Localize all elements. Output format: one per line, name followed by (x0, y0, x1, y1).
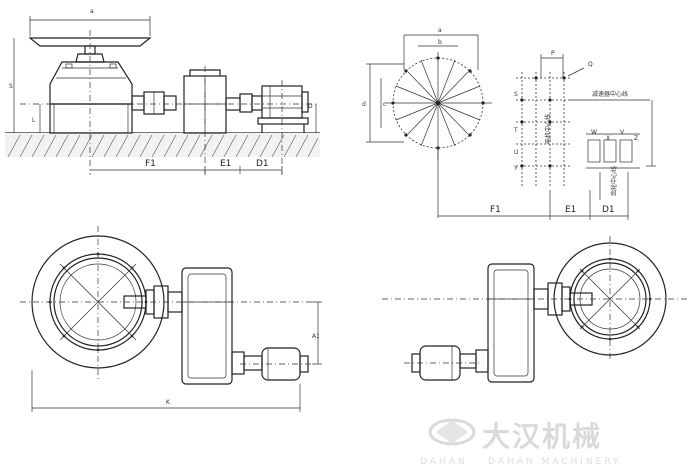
dim-p: P (551, 50, 555, 57)
dim-s-right: S (514, 91, 518, 98)
plan-view-left: A1 K (20, 226, 322, 412)
dim-a-top: a (90, 8, 94, 15)
top-plate (28, 37, 152, 47)
bolt-layout-view: a b d c (362, 27, 656, 220)
dim-u-right: U (514, 149, 518, 156)
dim-t-right: T (513, 127, 518, 134)
bolt-holes (391, 56, 485, 150)
dim-l: L (32, 117, 36, 124)
detail-parts: W X V Z 齿轮中心线 (586, 129, 640, 200)
dim-e1-right: E1 (565, 205, 576, 215)
dim-q: Q (588, 61, 593, 68)
dim-c-circle: c (383, 101, 386, 108)
center-note-1: 减速器中心线 (592, 90, 628, 98)
rim-bolts-right (568, 257, 652, 341)
watermark-logo: 大汉机械 DAHAN DAHAN MACHINERY (420, 418, 622, 467)
gearbox-plan-left (181, 267, 233, 385)
label-v: V (620, 129, 625, 136)
dim-a-circle: a (438, 27, 442, 34)
anchor-grid (516, 72, 570, 188)
dim-d: D (308, 103, 313, 110)
dim-d1-left: D1 (256, 159, 269, 169)
watermark-brand: 大汉机械 (482, 420, 602, 453)
dim-a1: A1 (312, 333, 320, 340)
dim-f1-right: F1 (490, 205, 501, 215)
dim-e1-left: E1 (220, 159, 231, 169)
gearbox-plan-right (487, 263, 535, 383)
dim-s-height: S (9, 83, 13, 90)
elevation-view: a S L D F1 E1 D1 (5, 8, 320, 175)
watermark-brand-sub: DAHAN (420, 457, 468, 467)
label-x: X (606, 135, 610, 142)
dim-d-circle: d (362, 101, 366, 108)
center-note-3: 齿轮中心线 (610, 166, 618, 196)
rim-bolts-left (48, 252, 148, 352)
ground-hatch (5, 132, 320, 158)
dim-y-right: Y (513, 165, 518, 172)
dim-d1-right: D1 (602, 205, 615, 215)
label-w: W (591, 129, 597, 136)
center-note-2: 电机中心线 (544, 114, 552, 144)
watermark-tagline: DAHAN MACHINERY (488, 457, 622, 467)
dim-f1-left: F1 (145, 159, 156, 169)
label-z: Z (634, 135, 638, 142)
plan-view-right (382, 236, 690, 383)
dim-b-circle: b (438, 39, 442, 46)
dim-k: K (166, 399, 171, 406)
